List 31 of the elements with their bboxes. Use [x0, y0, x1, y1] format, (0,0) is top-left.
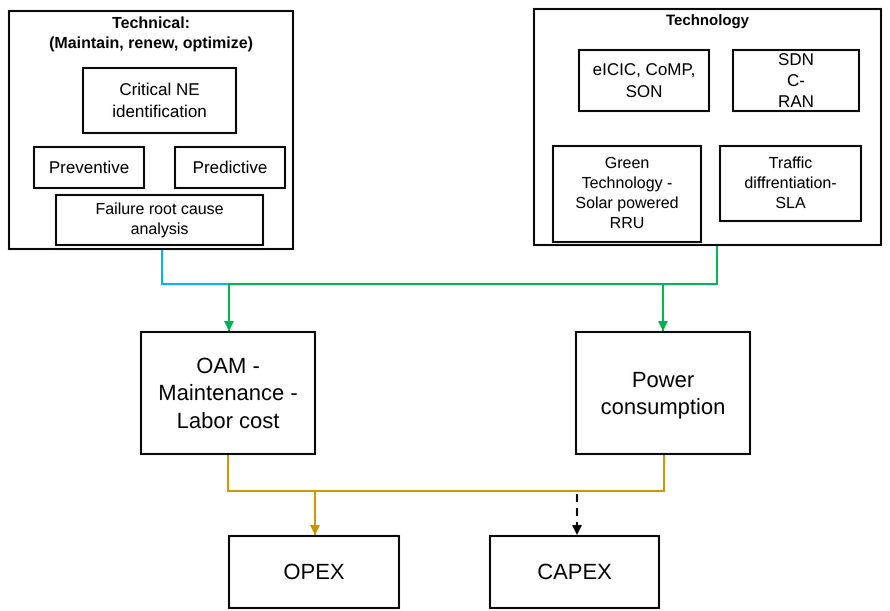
- process-box: [33, 146, 145, 189]
- process-box: [174, 146, 286, 189]
- box-label: Traffic diffrentiation-SLA: [743, 154, 838, 214]
- box-label: Power consumption: [600, 366, 726, 420]
- box-label: SDN C-RAN: [777, 48, 815, 112]
- connector-arrow: [658, 246, 718, 331]
- box-label: CAPEX: [537, 558, 612, 586]
- box-label: Critical NE identification: [111, 79, 208, 122]
- box-label: OPEX: [283, 558, 345, 586]
- process-box: [55, 194, 264, 246]
- group-box: [533, 8, 882, 246]
- process-box: [719, 145, 862, 222]
- box-label: Green Technology - Solar powered RRU: [574, 154, 680, 234]
- connector-arrow: [310, 455, 665, 535]
- group-heading: (Maintain, renew, optimize): [49, 34, 253, 54]
- process-box: [552, 145, 702, 243]
- box-label: Failure root cause analysis: [94, 200, 225, 240]
- process-box: [489, 535, 660, 609]
- group-heading: Technology: [666, 12, 750, 31]
- box-label: eICIC, CoMP, SON: [592, 59, 696, 102]
- group-box: [8, 10, 294, 250]
- process-box: [228, 535, 400, 609]
- process-box: [82, 67, 237, 134]
- box-label: Predictive: [192, 156, 268, 178]
- process-box: [575, 331, 751, 455]
- process-box: [578, 49, 710, 112]
- group-heading: Technical:: [112, 14, 190, 34]
- process-box: [140, 331, 316, 455]
- process-box: [732, 49, 860, 112]
- box-label: OAM - Maintenance - Labor cost: [157, 352, 299, 434]
- box-label: Preventive: [48, 156, 130, 178]
